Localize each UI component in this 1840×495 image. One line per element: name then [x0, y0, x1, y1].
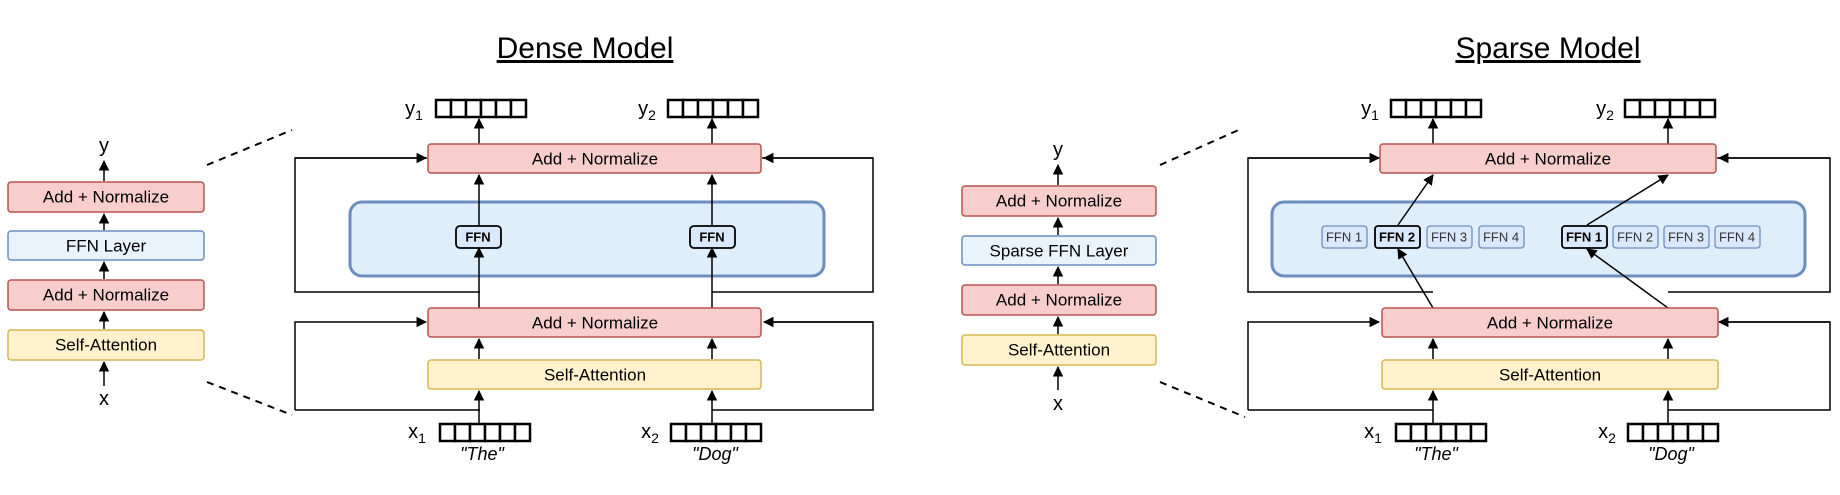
- dense-layer-input-label: x: [99, 388, 109, 410]
- dense-y1-label: y1: [405, 98, 423, 123]
- sparse-self-attention-label: Self-Attention: [1499, 366, 1601, 385]
- dense-y2-vector: [666, 98, 760, 119]
- sparse-y2-vector: [1623, 98, 1717, 119]
- dense-layer-self-attention: [7, 329, 205, 361]
- sparse-expert-left-4-label: FFN 4: [1483, 230, 1519, 245]
- dense-add-normalize-bottom-label: Add + Normalize: [532, 314, 658, 333]
- dense-zoom-line-top: [206, 129, 293, 166]
- dense-ffn-left: [455, 225, 502, 249]
- dense-x2-vector: [669, 422, 763, 443]
- dense-expanded-block: y1 y2 Add + Normalize: [294, 98, 874, 464]
- sparse-y1-vector: [1389, 98, 1483, 119]
- sparse-y2-label: y2: [1596, 98, 1614, 123]
- sparse-expert-right-3: [1663, 225, 1710, 249]
- dense-model: Dense Model y Add + Normalize FFN Layer …: [7, 32, 874, 464]
- sparse-layer-ffn: [961, 235, 1157, 266]
- sparse-expert-left-4: [1478, 225, 1525, 249]
- sparse-layer-add-normalize-top-label: Add + Normalize: [996, 192, 1122, 211]
- sparse-layer-add-normalize-bottom-label: Add + Normalize: [996, 291, 1122, 310]
- dense-ffn-left-label: FFN: [465, 230, 490, 245]
- sparse-layer-ffn-label: Sparse FFN Layer: [990, 242, 1129, 261]
- dense-self-attention: [427, 359, 762, 390]
- dense-zoom-line-bottom: [206, 381, 293, 416]
- sparse-expert-left-3: [1426, 225, 1473, 249]
- sparse-router-arrow-right-in: [1586, 248, 1669, 309]
- dense-add-normalize-top-label: Add + Normalize: [532, 150, 658, 169]
- sparse-layer-output-label: y: [1053, 139, 1063, 161]
- sparse-router-arrow-right-out: [1586, 174, 1669, 226]
- dense-y2-label: y2: [638, 98, 656, 123]
- sparse-self-attention: [1381, 359, 1719, 390]
- dense-self-attention-label: Self-Attention: [544, 366, 646, 385]
- sparse-expert-left-2-label: FFN 2: [1379, 230, 1415, 245]
- dense-ffn-right: [689, 225, 736, 249]
- dense-layer-add-normalize-bottom: [7, 279, 205, 311]
- dense-layer-add-normalize-bottom-label: Add + Normalize: [43, 286, 169, 305]
- sparse-add-normalize-top-label: Add + Normalize: [1485, 150, 1611, 169]
- dense-layer-add-normalize-top-label: Add + Normalize: [43, 188, 169, 207]
- dense-layer-self-attention-label: Self-Attention: [55, 336, 157, 355]
- sparse-expert-left-3-label: FFN 3: [1431, 230, 1467, 245]
- sparse-residual-frame-bottom: [1247, 316, 1381, 410]
- sparse-router-arrow-left-in: [1397, 248, 1434, 309]
- sparse-expert-right-1-active: [1561, 225, 1608, 249]
- dense-y1-vector: [434, 98, 528, 119]
- dense-layer-stack: y Add + Normalize FFN Layer Add + Normal…: [7, 135, 205, 410]
- sparse-expert-left-1-label: FFN 1: [1326, 230, 1362, 245]
- dense-layer-add-normalize-top: [7, 181, 205, 213]
- dense-add-normalize-top: [427, 143, 762, 174]
- sparse-word-dog: "Dog": [1648, 444, 1695, 464]
- dense-model-title: Dense Model: [497, 32, 674, 65]
- sparse-x2-vector: [1626, 422, 1720, 443]
- dense-x1-label: x1: [408, 421, 426, 446]
- sparse-expert-right-2: [1612, 225, 1659, 249]
- sparse-word-the: "The": [1414, 444, 1459, 464]
- sparse-expert-right-3-label: FFN 3: [1668, 230, 1704, 245]
- sparse-layer-self-attention-label: Self-Attention: [1008, 341, 1110, 360]
- sparse-x2-label: x2: [1598, 421, 1616, 446]
- sparse-zoom-line-bottom: [1159, 381, 1246, 418]
- sparse-expert-left-2-active: [1374, 225, 1421, 249]
- sparse-add-normalize-bottom-label: Add + Normalize: [1487, 314, 1613, 333]
- dense-word-the: "The": [460, 444, 505, 464]
- dense-layer-ffn-label: FFN Layer: [66, 237, 147, 256]
- sparse-expert-right-4: [1714, 225, 1761, 249]
- dense-layer-ffn: [7, 230, 205, 261]
- sparse-layer-input-label: x: [1053, 393, 1063, 415]
- dense-x2-label: x2: [641, 421, 659, 446]
- sparse-layer-add-normalize-bottom: [961, 284, 1157, 316]
- sparse-expert-right-1-label: FFN 1: [1566, 230, 1602, 245]
- sparse-x1-vector: [1394, 422, 1488, 443]
- dense-word-dog: "Dog": [692, 444, 739, 464]
- sparse-add-normalize-bottom: [1381, 307, 1719, 338]
- dense-ffn-container: [348, 200, 826, 278]
- sparse-x1-label: x1: [1364, 421, 1382, 446]
- dense-residual-frame-bottom: [294, 316, 428, 410]
- dense-layer-output-label: y: [99, 135, 109, 157]
- sparse-expert-left-1: [1321, 225, 1368, 249]
- sparse-router-arrow-left-out: [1397, 174, 1434, 226]
- sparse-add-normalize-top: [1379, 143, 1717, 174]
- sparse-layer-add-normalize-top: [961, 185, 1157, 217]
- dense-add-normalize-bottom: [427, 307, 762, 338]
- sparse-model: Sparse Model y Add + Normalize Sparse FF…: [961, 32, 1831, 464]
- dense-x1-vector: [438, 422, 532, 443]
- sparse-y1-label: y1: [1361, 98, 1379, 123]
- sparse-expert-right-4-label: FFN 4: [1719, 230, 1755, 245]
- sparse-zoom-line-top: [1159, 127, 1244, 166]
- sparse-layer-self-attention: [961, 334, 1157, 366]
- sparse-expert-right-2-label: FFN 2: [1617, 230, 1653, 245]
- sparse-model-title: Sparse Model: [1455, 32, 1640, 65]
- dense-ffn-right-label: FFN: [699, 230, 724, 245]
- sparse-expanded-block: y1 y2 Add + Normalize: [1247, 98, 1831, 464]
- sparse-layer-stack: y Add + Normalize Sparse FFN Layer Add +…: [961, 139, 1157, 415]
